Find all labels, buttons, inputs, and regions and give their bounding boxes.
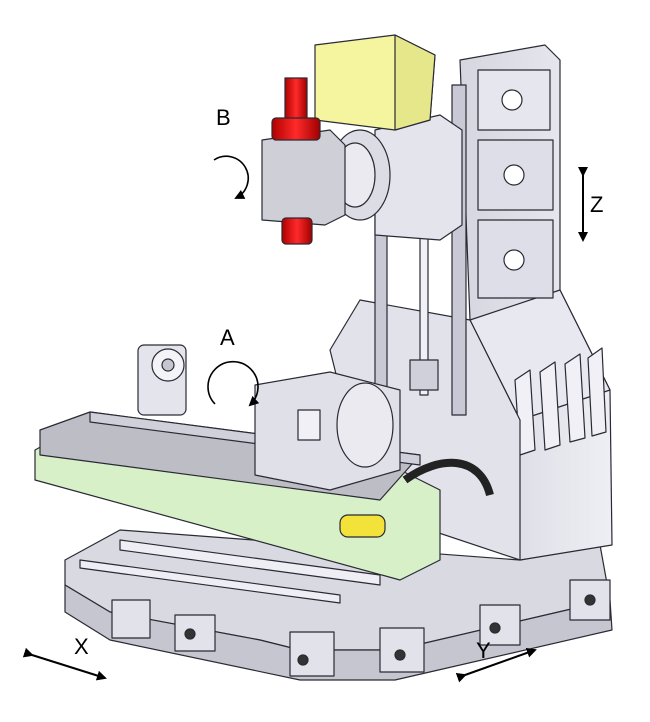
b-axis-label: B: [216, 105, 231, 130]
x-axis-label: X: [74, 634, 89, 659]
z-axis-label: Z: [590, 192, 603, 217]
z-axis-annotation: Z: [578, 167, 603, 242]
spindle-head: [261, 34, 463, 245]
machine-column: [329, 44, 613, 561]
x-axis-annotation: X: [22, 634, 107, 681]
a-rotation-arrow-icon: [207, 360, 260, 407]
a-axis-annotation: A: [207, 325, 260, 407]
x-direction-arrow-icon: [22, 647, 107, 681]
y-axis-annotation: Y: [455, 638, 537, 683]
y-axis-label: Y: [476, 638, 491, 663]
b-axis-annotation: B: [213, 105, 249, 199]
b-rotation-arrow-icon: [213, 155, 249, 199]
a-axis-label: A: [220, 325, 235, 350]
table-assembly: [34, 344, 494, 604]
y-direction-arrow-icon: [455, 647, 537, 683]
